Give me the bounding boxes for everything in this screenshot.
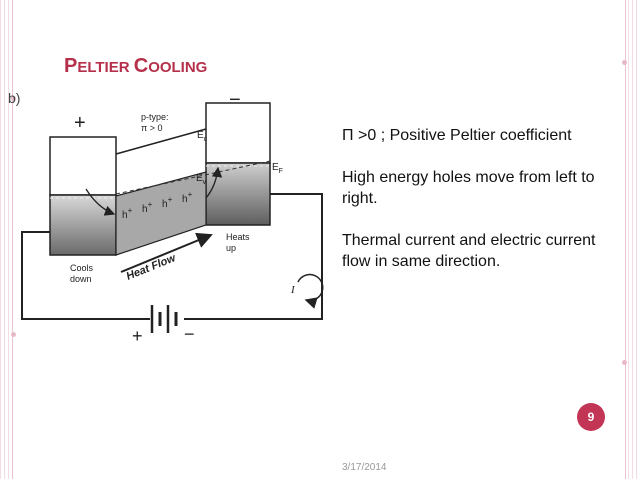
- bullet-high-energy-holes: High energy holes move from left to righ…: [342, 169, 595, 207]
- bullet-peltier-coefficient: Π >0 ; Positive Peltier coefficient: [342, 127, 572, 144]
- bullet-thermal-current: Thermal current and electric current flo…: [342, 232, 596, 270]
- heats-up-line2: up: [226, 243, 236, 253]
- pi-label: π > 0: [141, 123, 162, 133]
- heat-flow-arrow: [120, 232, 213, 273]
- circuit-wire-right: [184, 193, 323, 320]
- slide-date: 3/17/2014: [342, 462, 387, 473]
- right-decorative-border: [622, 0, 638, 479]
- ev-label: Ev: [196, 173, 207, 186]
- left-metal-filled: [49, 194, 117, 256]
- bullet-list: Π >0 ; Positive Peltier coefficient High…: [342, 125, 624, 293]
- panel-label: b): [8, 90, 20, 106]
- hole-4: h+: [182, 190, 193, 205]
- page-number-badge: 9: [577, 403, 605, 431]
- heats-up-line1: Heats: [226, 232, 250, 242]
- battery-plus: +: [132, 326, 143, 346]
- conduction-band: [115, 128, 207, 155]
- ptype-label: p-type:: [141, 112, 169, 122]
- right-metal-block: [205, 102, 271, 164]
- peltier-diagram: b) + − p-type: π > 0 Ec EF Ev h+ h+ h+ h…: [8, 89, 324, 346]
- cools-down-line2: down: [70, 274, 92, 284]
- right-terminal-minus: −: [229, 89, 241, 111]
- current-arrow: [297, 273, 324, 309]
- current-label: I: [290, 284, 296, 296]
- hole-3: h+: [162, 195, 173, 210]
- slide-title: PELTIER COOLING: [64, 55, 208, 77]
- hole-2: h+: [142, 200, 153, 215]
- cools-down-line1: Cools: [70, 263, 94, 273]
- valence-band-region: [115, 171, 207, 256]
- right-hole-arrow: [205, 166, 223, 199]
- left-hole-arrow: [85, 188, 116, 216]
- fermi-level: [115, 160, 271, 195]
- circuit-wire-left: [21, 231, 150, 320]
- hole-1: h+: [122, 206, 133, 221]
- battery-minus: −: [184, 324, 195, 344]
- left-terminal-plus: +: [74, 112, 86, 134]
- ef-label: EF: [272, 162, 283, 175]
- left-decorative-border: [0, 0, 16, 479]
- left-metal-block: [49, 136, 117, 196]
- ec-label: Ec: [197, 130, 208, 143]
